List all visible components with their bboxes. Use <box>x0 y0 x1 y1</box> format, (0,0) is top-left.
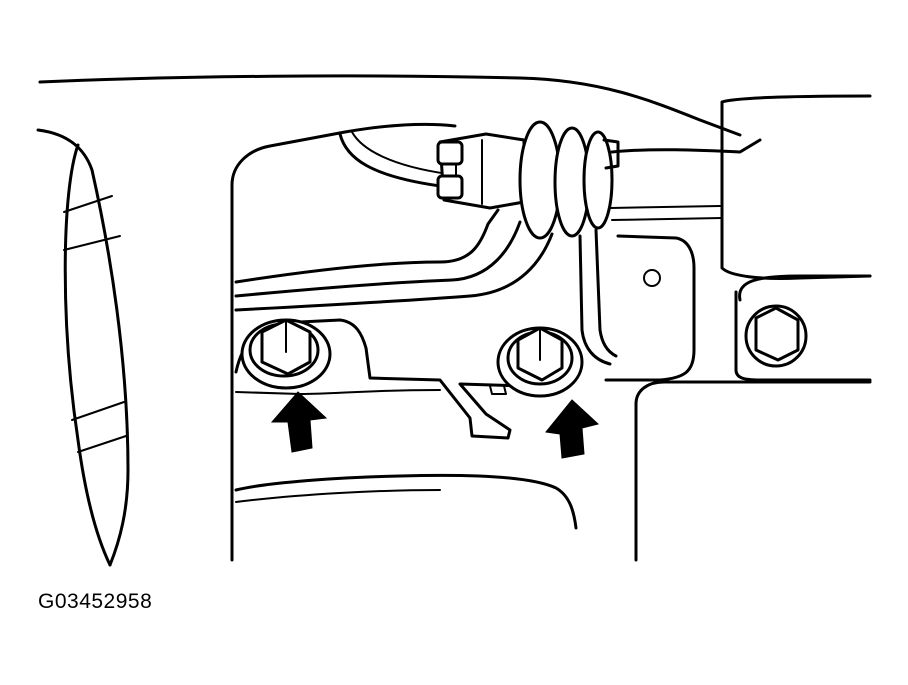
lower-housing-line-2 <box>235 489 441 503</box>
grommet-cap <box>602 138 620 170</box>
figure-id-label: G03452958 <box>38 590 153 613</box>
left-panel-outline <box>36 128 130 567</box>
connector-tab-1 <box>436 140 464 166</box>
connector-tab-2 <box>436 174 464 200</box>
panel-hole <box>643 269 661 287</box>
left-panel-stripe-2 <box>63 235 121 251</box>
wire-to-right <box>610 138 762 154</box>
right-upper-block <box>720 94 872 280</box>
arrow-icon <box>270 391 328 453</box>
lower-housing-line <box>234 473 578 530</box>
bolt-icon <box>496 326 584 398</box>
left-panel-inner <box>63 143 112 567</box>
wire-harness-3 <box>234 232 554 312</box>
bolt-icon <box>240 318 332 390</box>
right-panel-outline <box>604 234 696 382</box>
arrow-icon <box>545 399 600 459</box>
housing-upper-curve-2 <box>351 131 449 175</box>
wire-harness-2 <box>234 220 522 298</box>
top-contour-line <box>38 74 742 137</box>
far-right-panel <box>734 274 872 382</box>
vertical-bracket <box>578 228 618 366</box>
housing-upper-curve <box>338 132 442 188</box>
bracket-tab <box>489 385 507 395</box>
left-panel-stripe-3 <box>71 401 125 421</box>
left-panel-stripe-1 <box>63 195 113 213</box>
grommet-ring-3 <box>582 130 614 230</box>
main-housing-outline <box>230 122 457 562</box>
left-panel-stripe-4 <box>77 435 127 453</box>
lower-right-panel <box>634 380 872 562</box>
bolt-icon <box>744 304 808 368</box>
mounting-bracket-edge <box>235 389 441 395</box>
wire-to-right-2 <box>609 205 723 221</box>
wire-harness <box>234 208 500 284</box>
